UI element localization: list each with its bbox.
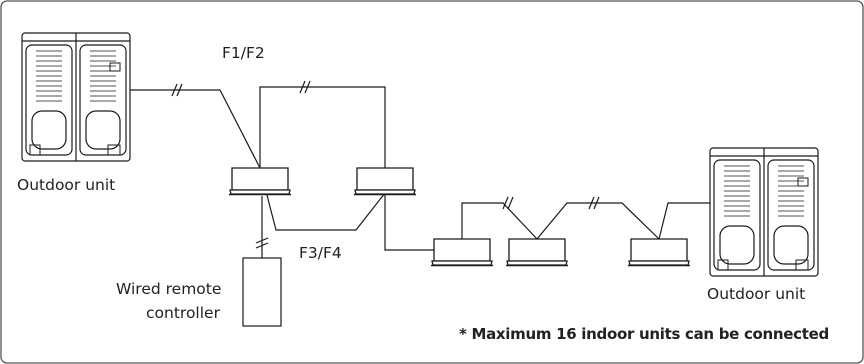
label-f1-f2: F1/F2: [222, 44, 265, 62]
wired-remote-controller: [242, 257, 282, 327]
f1f2-wire-indoor1-to-indoor2: [259, 86, 386, 168]
indoor-unit-4: [505, 238, 569, 267]
indoor-unit-5: [627, 238, 691, 267]
cut-mark-f3f4-2: [588, 196, 600, 210]
cut-mark-f3f4-1: [502, 196, 514, 210]
label-outdoor-unit-right: Outdoor unit: [707, 285, 806, 303]
label-wired-remote: Wired remote: [116, 280, 222, 298]
outdoor-unit-left: [22, 33, 130, 161]
wiring: [129, 86, 710, 258]
cable-cut-marks: [171, 80, 600, 249]
max-indoor-units-note: * Maximum 16 indoor units can be connect…: [459, 325, 829, 343]
indoor-unit-3: [430, 238, 494, 267]
cut-mark-f1f2-left: [171, 83, 183, 97]
indoor-unit-1: [228, 167, 292, 196]
cut-mark-f1f2-top: [299, 80, 311, 94]
f1f2-wire-outdoor-to-indoor1: [129, 89, 261, 169]
f3f4-wire-indoor3-to-indoor4: [461, 202, 538, 250]
outdoor-unit-right: [710, 148, 818, 276]
f3f4-wire-indoor1-to-indoor2: [259, 167, 386, 231]
label-outdoor-unit-left: Outdoor unit: [17, 176, 116, 194]
f3f4-wire-indoor4-to-indoor5: [536, 202, 660, 240]
label-f3-f4: F3/F4: [299, 244, 342, 262]
label-controller: controller: [146, 304, 220, 322]
f3f4-wire-indoor5-to-outdoor: [658, 202, 710, 240]
cut-mark-remote: [255, 237, 269, 249]
indoor-unit-2: [353, 167, 417, 196]
